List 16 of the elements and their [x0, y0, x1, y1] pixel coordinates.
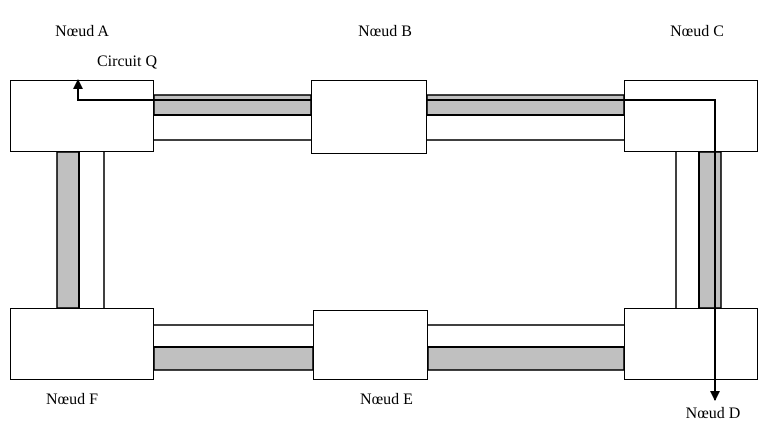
fiber-link: [427, 114, 624, 116]
circuit-arrow: [624, 99, 720, 401]
edge-label: Circuit Q: [95, 53, 159, 71]
circuit-arrow: [73, 79, 311, 101]
fiber-link: [154, 114, 311, 116]
node-label: Nœud D: [686, 405, 740, 423]
node-label: Nœud F: [46, 391, 98, 409]
circuit-line: [427, 99, 624, 101]
node-label: Nœud C: [670, 23, 724, 41]
node-label: Nœud E: [360, 391, 413, 409]
fiber-link: [428, 346, 624, 348]
node-label: Nœud B: [358, 23, 412, 41]
fiber-link: [698, 152, 700, 308]
fiber-link: [78, 152, 80, 308]
node-label: Nœud A: [55, 23, 109, 41]
fiber-link: [154, 346, 313, 348]
